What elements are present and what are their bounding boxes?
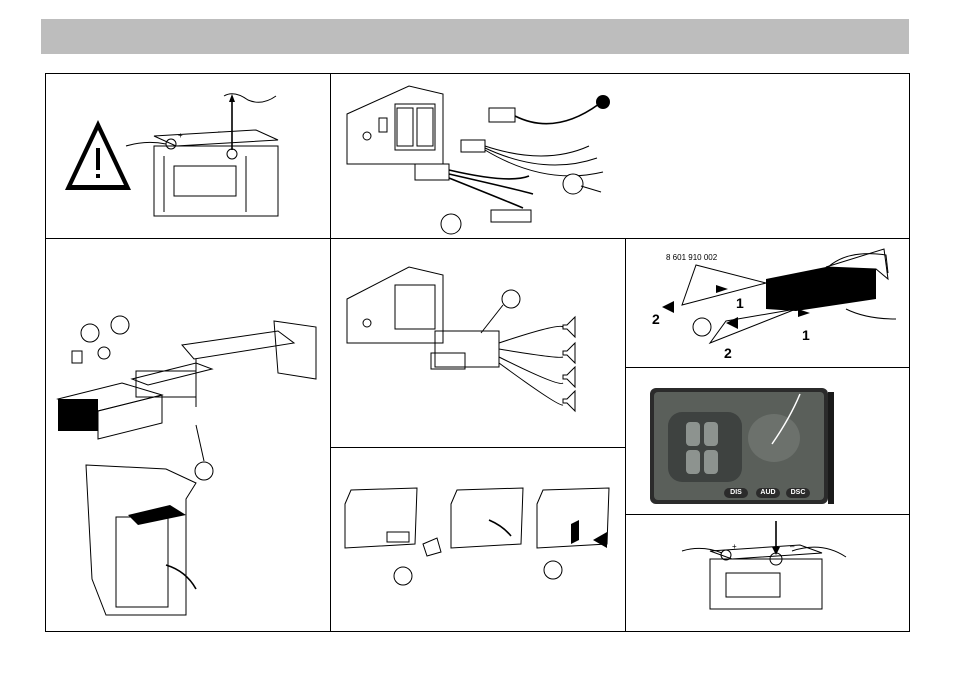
dashboard-slot-icon — [86, 465, 196, 615]
step-push-label-bottom: 2 — [724, 345, 732, 361]
iso-connector-icon — [397, 108, 433, 146]
step-pull-label-top: 1 — [736, 295, 744, 311]
connector-clip-illustration — [331, 448, 628, 632]
radio-unit-icon — [58, 383, 162, 439]
panel-battery-warning: + – — [45, 73, 331, 239]
svg-text:–: – — [790, 542, 795, 551]
dsc-button: DSC — [789, 489, 807, 496]
panel-wiring-harness — [330, 73, 910, 239]
speaker-connection-illustration — [331, 239, 628, 448]
panel-connector-clip — [330, 447, 628, 632]
panel-battery-reconnect: + – — [625, 514, 910, 632]
battery-icon: + – — [126, 94, 278, 216]
connector-step-three — [537, 488, 609, 548]
panel-removal-tool: 8 601 910 002 1 2 1 2 — [625, 238, 910, 368]
connector-step-one — [345, 488, 441, 556]
battery-reconnect-illustration: + – — [626, 515, 910, 632]
aud-button: AUD — [759, 489, 777, 496]
installation-frame-illustration — [46, 239, 331, 632]
svg-text:+: + — [178, 131, 183, 140]
wiring-harness-illustration — [331, 74, 910, 239]
step-pull-label-bottom: 1 — [802, 327, 810, 343]
header-bar — [41, 19, 909, 54]
connector-step-two — [451, 488, 523, 548]
removal-tool-illustration — [626, 239, 910, 368]
dis-button: DIS — [727, 489, 745, 496]
svg-text:–: – — [218, 127, 223, 136]
speaker-icon — [563, 317, 575, 411]
panel-installation-frame — [45, 238, 331, 632]
panel-speaker-connection — [330, 238, 628, 448]
battery-warning-illustration: + – — [46, 74, 331, 239]
warning-triangle-icon — [65, 120, 131, 190]
step-push-label-top: 2 — [652, 311, 660, 327]
svg-text:+: + — [732, 542, 737, 551]
panel-radio-front: DIS AUD DSC — [625, 367, 910, 515]
